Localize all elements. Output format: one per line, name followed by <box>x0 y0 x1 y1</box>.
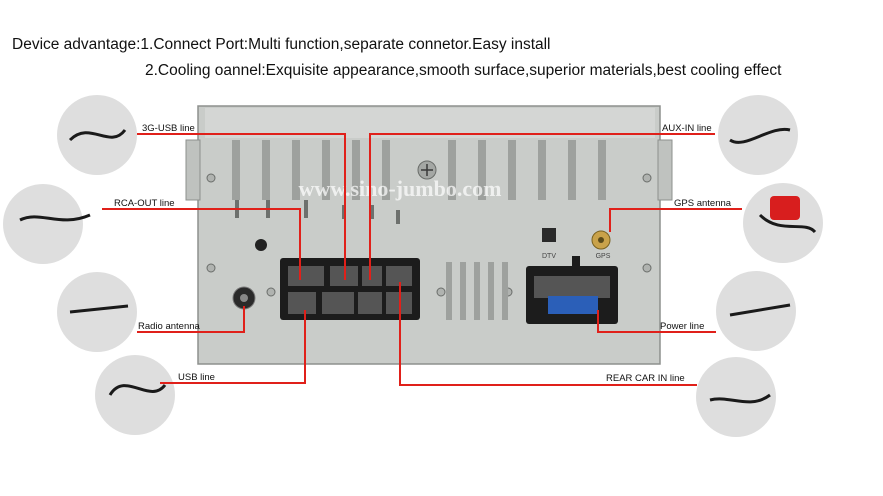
label-aux-in-line: AUX-IN line <box>662 123 712 134</box>
dtv-port-label: DTV <box>542 253 556 260</box>
cable-rca-out-thumbnail <box>3 184 83 264</box>
gps-port-label: GPS <box>596 253 611 260</box>
label-usb-line: USB line <box>178 372 215 383</box>
cable-usb-thumbnail <box>95 355 175 435</box>
watermark: www.sino-jumbo.com <box>299 176 502 201</box>
cable-rear-car-in-thumbnail <box>696 357 776 437</box>
label-rca-out-line: RCA-OUT line <box>114 198 175 209</box>
label-rear-car-in-line: REAR CAR IN line <box>606 373 685 384</box>
headline-device-advantage: Device advantage:1.Connect Port:Multi fu… <box>12 36 551 53</box>
label-3g-usb-line: 3G-USB line <box>142 123 195 134</box>
label-gps-antenna: GPS antenna <box>674 198 732 209</box>
headline-cooling-channel: 2.Cooling oannel:Exquisite appearance,sm… <box>145 62 782 79</box>
cable-aux-in-thumbnail <box>718 95 798 175</box>
label-radio-antenna: Radio antenna <box>138 321 200 332</box>
label-power-line: Power line <box>660 321 705 332</box>
